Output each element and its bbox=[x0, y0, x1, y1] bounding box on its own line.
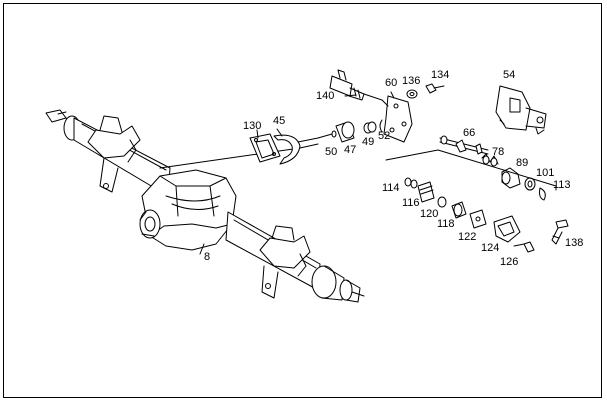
spring-116 bbox=[417, 181, 435, 203]
leader-140 bbox=[344, 94, 357, 97]
diagram-frame bbox=[3, 3, 602, 398]
washer-101 bbox=[524, 177, 536, 191]
actuator-140 bbox=[329, 69, 383, 101]
part-114 bbox=[404, 177, 418, 189]
fork-45 bbox=[273, 134, 319, 165]
clip-113 bbox=[539, 187, 546, 201]
callout-113: 113 bbox=[553, 179, 571, 191]
bolt-126 bbox=[513, 241, 535, 253]
connector-138 bbox=[551, 219, 569, 245]
washer-136 bbox=[406, 89, 418, 99]
callout-124: 124 bbox=[481, 242, 500, 254]
callout-50: 50 bbox=[325, 146, 338, 158]
ring-120 bbox=[437, 196, 447, 208]
callout-136: 136 bbox=[402, 75, 421, 87]
group-bracket-line bbox=[385, 149, 557, 191]
ring-49 bbox=[363, 121, 377, 134]
callout-8: 8 bbox=[204, 251, 211, 263]
callout-138: 138 bbox=[565, 237, 584, 249]
pin-50 bbox=[317, 130, 337, 139]
spring-89 bbox=[501, 167, 521, 189]
callout-49: 49 bbox=[362, 136, 375, 148]
callout-52: 52 bbox=[378, 130, 391, 142]
leader-8 bbox=[199, 243, 205, 255]
callout-54: 54 bbox=[503, 69, 516, 81]
callout-66: 66 bbox=[463, 127, 476, 139]
block-122 bbox=[469, 209, 487, 229]
sleeve-118 bbox=[451, 201, 467, 219]
callout-134: 134 bbox=[431, 69, 450, 81]
bracket-54 bbox=[495, 85, 547, 135]
callout-60: 60 bbox=[385, 77, 398, 89]
leader-130 bbox=[256, 129, 259, 139]
callout-140: 140 bbox=[316, 90, 335, 102]
callout-118: 118 bbox=[437, 218, 455, 230]
callout-114: 114 bbox=[382, 182, 400, 194]
clamp-124 bbox=[493, 215, 521, 243]
callout-122: 122 bbox=[458, 231, 477, 243]
callout-130: 130 bbox=[243, 120, 262, 132]
callout-101: 101 bbox=[536, 167, 555, 179]
callout-126: 126 bbox=[500, 256, 519, 268]
callout-120: 120 bbox=[420, 208, 439, 220]
callout-116: 116 bbox=[402, 197, 420, 209]
shaft-66 bbox=[439, 135, 489, 155]
leader-60 bbox=[390, 91, 395, 99]
callout-45: 45 bbox=[273, 115, 286, 127]
leader-45 bbox=[276, 128, 283, 137]
sleeve-47 bbox=[335, 121, 355, 143]
callout-78: 78 bbox=[492, 146, 505, 158]
callout-89: 89 bbox=[516, 157, 529, 169]
rear-axle-assembly bbox=[45, 109, 365, 303]
spring-78 bbox=[481, 153, 499, 167]
callout-47: 47 bbox=[344, 144, 357, 156]
gasket-130 bbox=[249, 133, 281, 163]
bolt-134 bbox=[425, 83, 445, 94]
snapring-52 bbox=[379, 119, 383, 133]
plate-60 bbox=[381, 95, 413, 143]
